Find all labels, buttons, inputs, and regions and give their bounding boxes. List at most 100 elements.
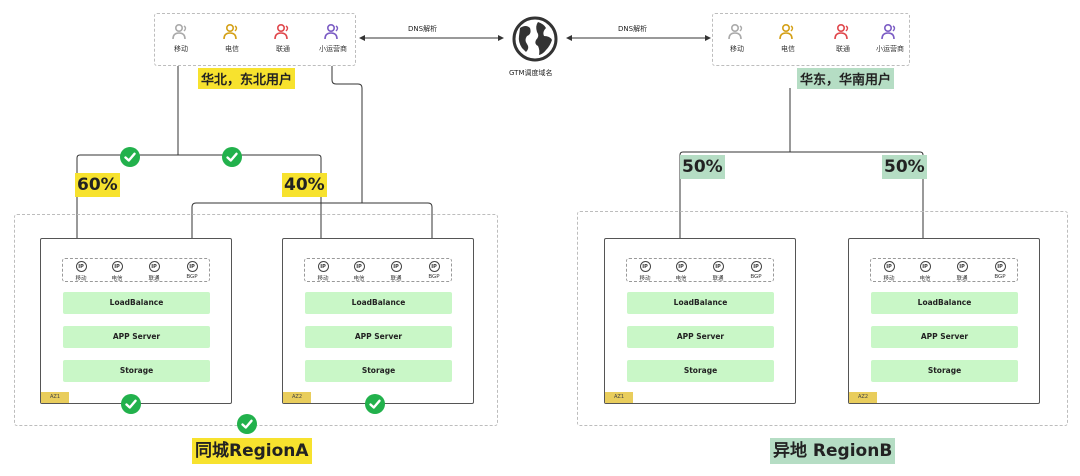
ip-label: BGP <box>750 274 762 280</box>
ip-label: 移动 <box>883 276 895 282</box>
ip-item: IP 联通 <box>383 261 409 282</box>
layer-loadbalance: LoadBalance <box>305 292 452 314</box>
user-mobile: 移动 <box>163 24 199 54</box>
user-label: 联通 <box>836 45 850 53</box>
user-unicom: 联通 <box>825 24 861 54</box>
layer-storage: Storage <box>63 360 210 382</box>
ip-item: IP 移动 <box>632 261 658 282</box>
user-telecom: 电信 <box>214 24 250 54</box>
ip-item: IP 电信 <box>668 261 694 282</box>
user-label: 小运营商 <box>876 45 904 53</box>
ip-label: 移动 <box>75 276 87 282</box>
region-b-container <box>577 211 1068 426</box>
percent-label: 50% <box>882 155 927 179</box>
user-group-icon <box>274 24 289 40</box>
layer-app-server: APP Server <box>305 326 452 348</box>
layer-storage: Storage <box>627 360 774 382</box>
ip-label: 电信 <box>919 276 931 282</box>
user-label: 电信 <box>781 45 795 53</box>
user-telecom: 电信 <box>770 24 806 54</box>
ip-label: 电信 <box>675 276 687 282</box>
ip-icon: IP <box>353 261 365 272</box>
ip-item: IP 联通 <box>141 261 167 282</box>
ip-item: IP BGP <box>179 261 205 280</box>
user-label: 小运营商 <box>319 45 347 53</box>
layer-app-server: APP Server <box>871 326 1018 348</box>
layer-loadbalance: LoadBalance <box>627 292 774 314</box>
ip-label: 电信 <box>353 276 365 282</box>
layer-storage: Storage <box>305 360 452 382</box>
user-group-icon <box>881 24 896 40</box>
check-icon <box>121 394 141 414</box>
ip-icon: IP <box>428 261 440 272</box>
layer-storage: Storage <box>871 360 1018 382</box>
user-small-isp: 小运营商 <box>872 24 908 54</box>
az-tag: AZ2 <box>283 392 311 403</box>
percent-label: 60% <box>75 173 120 197</box>
ip-item: IP 移动 <box>68 261 94 282</box>
users-box-north: 移动 电信 联通 小运营商 <box>154 13 356 66</box>
user-small-isp: 小运营商 <box>315 24 351 54</box>
az-tag: AZ1 <box>605 392 633 403</box>
dns-label-right: DNS解析 <box>618 25 648 33</box>
ip-icon: IP <box>111 261 123 272</box>
check-icon <box>222 147 242 167</box>
user-group-icon <box>728 24 743 40</box>
group-label-north: 华北，东北用户 <box>198 68 296 89</box>
ip-label: 联通 <box>712 276 724 282</box>
user-label: 移动 <box>730 45 744 53</box>
ip-icon: IP <box>390 261 402 272</box>
percent-label: 40% <box>282 173 327 197</box>
layer-app-server: APP Server <box>63 326 210 348</box>
ip-label: BGP <box>428 274 440 280</box>
gtm-label: GTM调度域名 <box>509 69 553 77</box>
ip-item: IP 电信 <box>346 261 372 282</box>
dns-label-left: DNS解析 <box>408 25 438 33</box>
user-group-icon <box>223 24 238 40</box>
region-b-title: 异地 RegionB <box>770 438 896 464</box>
layer-loadbalance: LoadBalance <box>871 292 1018 314</box>
ip-icon: IP <box>994 261 1006 272</box>
ip-icon: IP <box>675 261 687 272</box>
region-a-title: 同城RegionA <box>192 438 312 464</box>
user-unicom: 联通 <box>265 24 301 54</box>
az-tag: AZ2 <box>849 392 877 403</box>
ip-icon: IP <box>75 261 87 272</box>
ip-icon: IP <box>956 261 968 272</box>
ip-item: IP 移动 <box>876 261 902 282</box>
ip-icon: IP <box>750 261 762 272</box>
ip-icon: IP <box>639 261 651 272</box>
ip-label: 联通 <box>390 276 402 282</box>
user-group-icon <box>834 24 849 40</box>
ip-label: 联通 <box>148 276 160 282</box>
check-icon <box>120 147 140 167</box>
ip-icon: IP <box>883 261 895 272</box>
users-box-east: 移动 电信 联通 小运营商 <box>712 13 910 66</box>
ip-label: 移动 <box>639 276 651 282</box>
ip-icon: IP <box>186 261 198 272</box>
ip-label: BGP <box>186 274 198 280</box>
az-tag: AZ1 <box>41 392 69 403</box>
ip-icon: IP <box>148 261 160 272</box>
check-icon <box>237 414 257 434</box>
layer-loadbalance: LoadBalance <box>63 292 210 314</box>
percent-label: 50% <box>680 155 725 179</box>
user-label: 联通 <box>276 45 290 53</box>
globe-icon <box>512 16 558 62</box>
group-label-east: 华东，华南用户 <box>797 68 895 89</box>
ip-item: IP BGP <box>743 261 769 280</box>
user-mobile: 移动 <box>719 24 755 54</box>
